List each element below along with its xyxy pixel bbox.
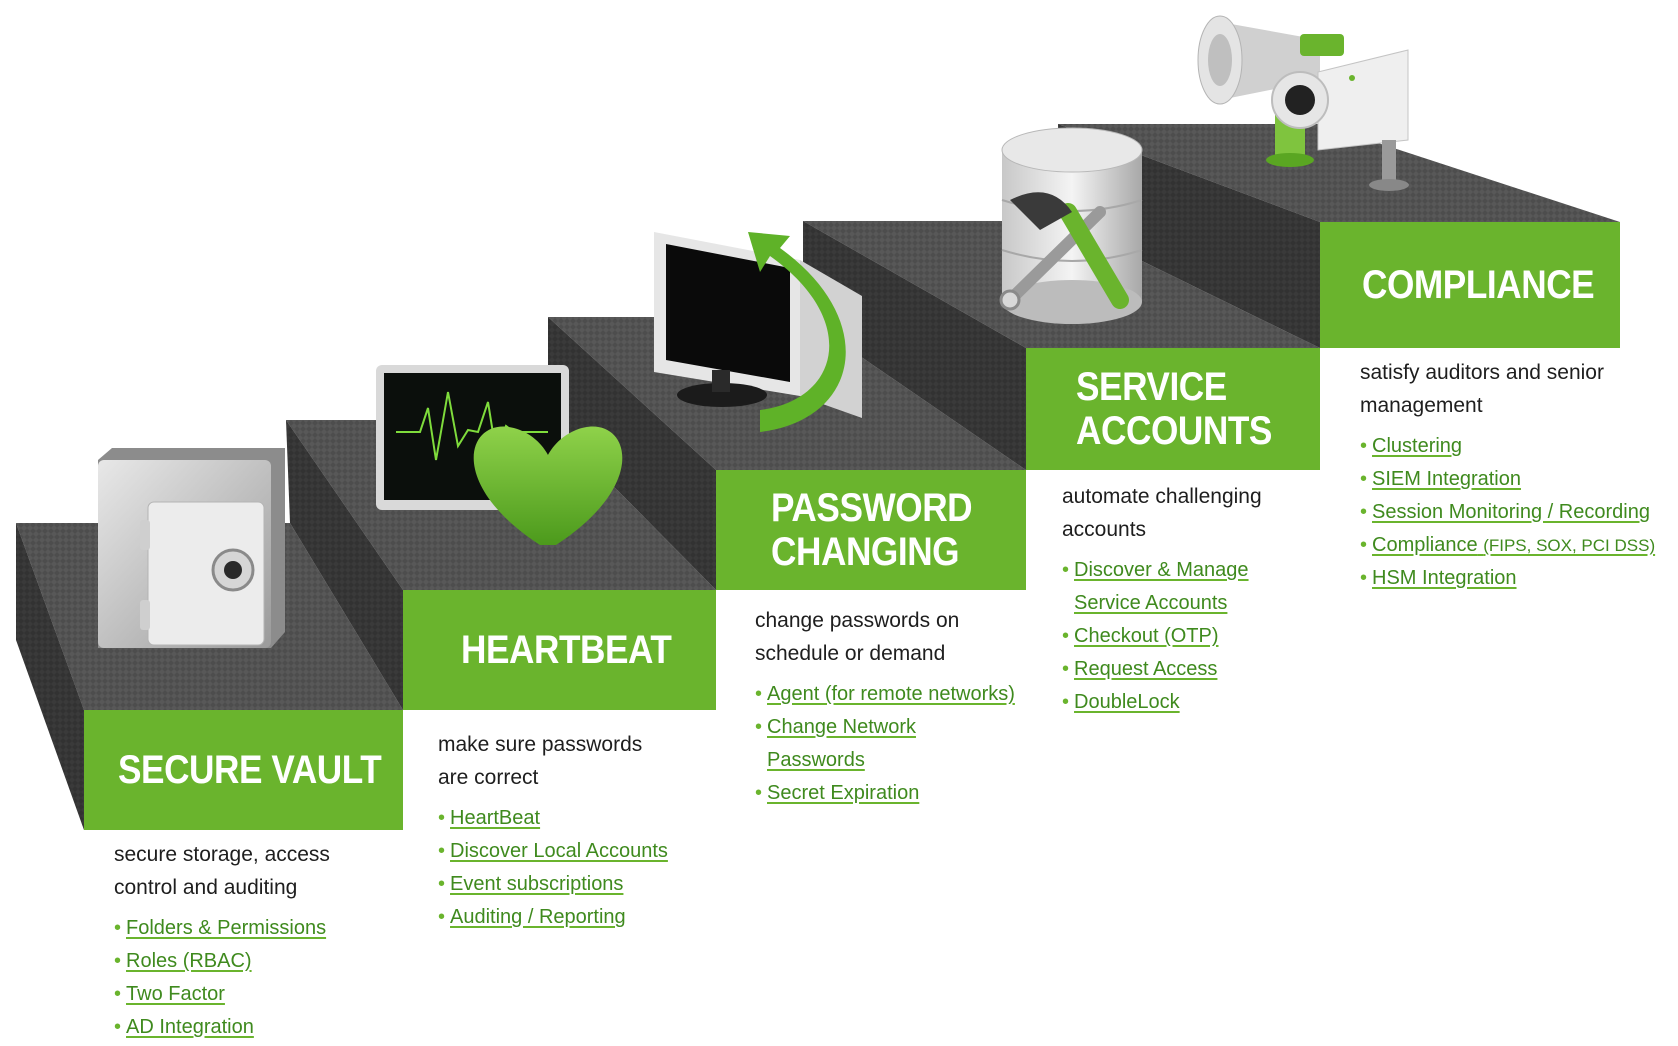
step-1-description-line: secure storage, access <box>114 843 330 866</box>
link-service-accounts[interactable]: Service Accounts <box>1074 592 1228 614</box>
step-2-side <box>286 420 403 710</box>
step-5-title: COMPLIANCE <box>1320 222 1620 348</box>
step-2-links: •HeartBeat •Discover Local Accounts •Eve… <box>438 807 668 928</box>
link-change-network-passwords[interactable]: Change Network <box>767 716 916 738</box>
monitor-refresh-icon <box>654 232 862 432</box>
link-secret-expiration[interactable]: Secret Expiration <box>767 782 920 804</box>
step-1-side <box>16 523 84 830</box>
heart-monitor-icon <box>376 365 623 545</box>
step-1-description-line: control and auditing <box>114 876 298 899</box>
step-4-details: automate challenging accounts •Discover … <box>1062 480 1362 719</box>
link-ad-integration[interactable]: AD Integration <box>126 1016 254 1038</box>
step-2-description-line: are correct <box>438 766 539 789</box>
step-2-details: make sure passwords are correct •HeartBe… <box>438 728 728 934</box>
step-3-description-line: change passwords on <box>755 609 960 632</box>
step-5-top <box>1058 124 1620 222</box>
link-two-factor[interactable]: Two Factor <box>126 983 225 1005</box>
step-3-description-line: schedule or demand <box>755 642 946 665</box>
step-3-side <box>548 317 716 590</box>
step-4-links: •Discover & Manage Service Accounts •Che… <box>1062 559 1249 713</box>
step-3-links: •Agent (for remote networks) •Change Net… <box>755 683 1015 804</box>
link-heartbeat[interactable]: HeartBeat <box>450 807 541 829</box>
step-4-description-line: automate challenging <box>1062 485 1262 508</box>
step-3-details: change passwords on schedule or demand •… <box>755 604 1055 810</box>
link-folders-permissions[interactable]: Folders & Permissions <box>126 917 327 939</box>
link-agent-remote-networks[interactable]: Agent (for remote networks) <box>767 683 1015 705</box>
megaphone-camera-icon <box>1197 15 1409 191</box>
link-auditing-reporting[interactable]: Auditing / Reporting <box>450 906 626 928</box>
link-request-access[interactable]: Request Access <box>1074 658 1218 680</box>
step-5-description-line: satisfy auditors and senior <box>1360 361 1604 384</box>
database-wrench-icon <box>999 127 1143 324</box>
link-hsm-integration[interactable]: HSM Integration <box>1372 567 1517 589</box>
link-change-network-passwords-cont[interactable]: Passwords <box>767 749 865 771</box>
step-4-description-line: accounts <box>1062 518 1147 541</box>
link-event-subscriptions[interactable]: Event subscriptions <box>450 873 624 895</box>
link-siem-integration[interactable]: SIEM Integration <box>1372 468 1521 490</box>
link-roles-rbac[interactable]: Roles (RBAC) <box>126 950 252 972</box>
step-5-links: •Clustering •SIEM Integration •Session M… <box>1360 435 1656 589</box>
step-1-links: •Folders & Permissions •Roles (RBAC) •Tw… <box>114 917 327 1038</box>
step-2-description-line: make sure passwords <box>438 733 643 756</box>
step-3-title: PASSWORD CHANGING <box>716 470 1026 590</box>
step-1-details: secure storage, access control and audit… <box>114 838 404 1044</box>
link-clustering[interactable]: Clustering <box>1372 435 1463 457</box>
link-session-monitoring-recording[interactable]: Session Monitoring / Recording <box>1372 501 1650 523</box>
step-4-side <box>803 221 1026 470</box>
step-5-details: satisfy auditors and senior management •… <box>1360 356 1678 595</box>
link-discover-manage[interactable]: Discover & Manage <box>1074 559 1249 581</box>
link-doublelock[interactable]: DoubleLock <box>1074 691 1180 713</box>
step-4-title: SERVICE ACCOUNTS <box>1026 348 1320 470</box>
link-compliance-standards[interactable]: Compliance (FIPS, SOX, PCI DSS) <box>1372 534 1656 556</box>
safe-icon <box>98 448 285 648</box>
link-discover-local-accounts[interactable]: Discover Local Accounts <box>450 840 668 862</box>
step-1-title: SECURE VAULT <box>84 710 403 830</box>
step-2-title: HEARTBEAT <box>403 590 716 710</box>
link-checkout-otp[interactable]: Checkout (OTP) <box>1074 625 1219 647</box>
step-5-description-line: management <box>1360 394 1483 417</box>
